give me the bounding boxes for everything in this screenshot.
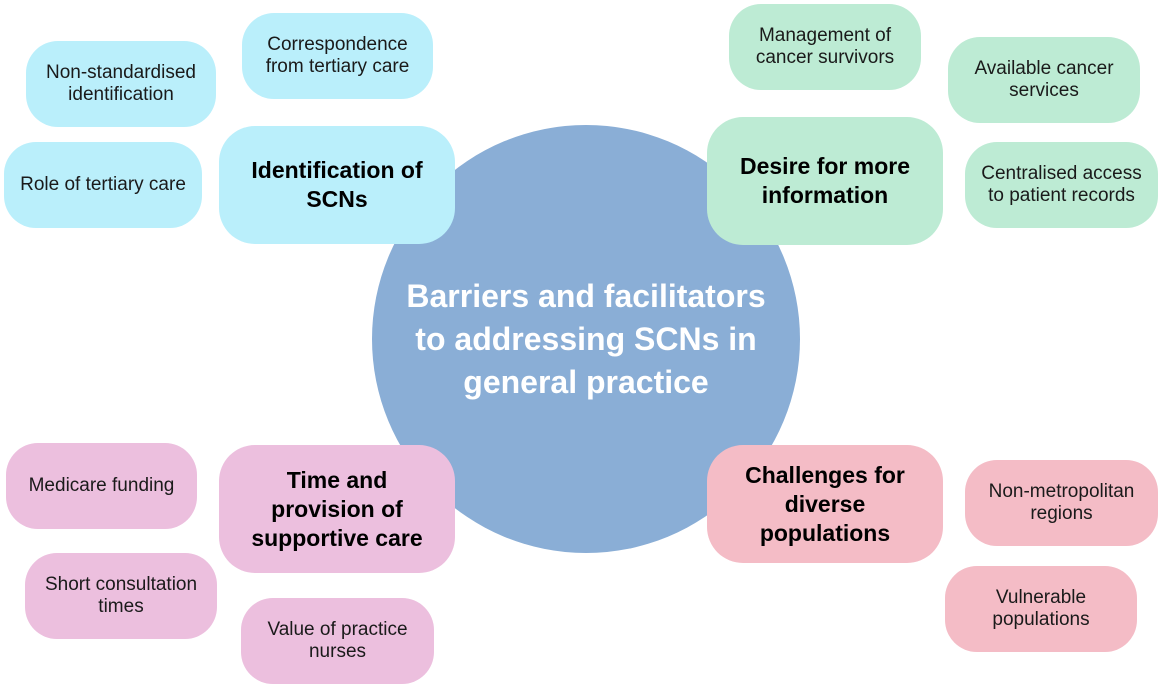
item-non-standardised-identification: Non-standardised identification — [26, 41, 216, 127]
item-short-consultation-times: Short consultation times — [25, 553, 217, 639]
item-medicare-funding: Medicare funding — [6, 443, 197, 529]
item-vulnerable-populations: Vulnerable populations — [945, 566, 1137, 652]
item-role-of-tertiary-care: Role of tertiary care — [4, 142, 202, 228]
item-available-cancer-services: Available cancer services — [948, 37, 1140, 123]
item-non-metropolitan-regions: Non-metropolitan regions — [965, 460, 1158, 546]
item-value-practice-nurses: Value of practice nurses — [241, 598, 434, 684]
theme-identification: Identification of SCNs — [219, 126, 455, 244]
central-topic-label: Barriers and facilitators to addressing … — [406, 277, 766, 400]
item-correspondence-tertiary-care: Correspondence from tertiary care — [242, 13, 433, 99]
theme-diverse-populations: Challenges for diverse populations — [707, 445, 943, 563]
theme-information: Desire for more information — [707, 117, 943, 245]
theme-time-supportive-care: Time and provision of supportive care — [219, 445, 455, 573]
item-management-cancer-survivors: Management of cancer survivors — [729, 4, 921, 90]
item-centralised-access-records: Centralised access to patient records — [965, 142, 1158, 228]
